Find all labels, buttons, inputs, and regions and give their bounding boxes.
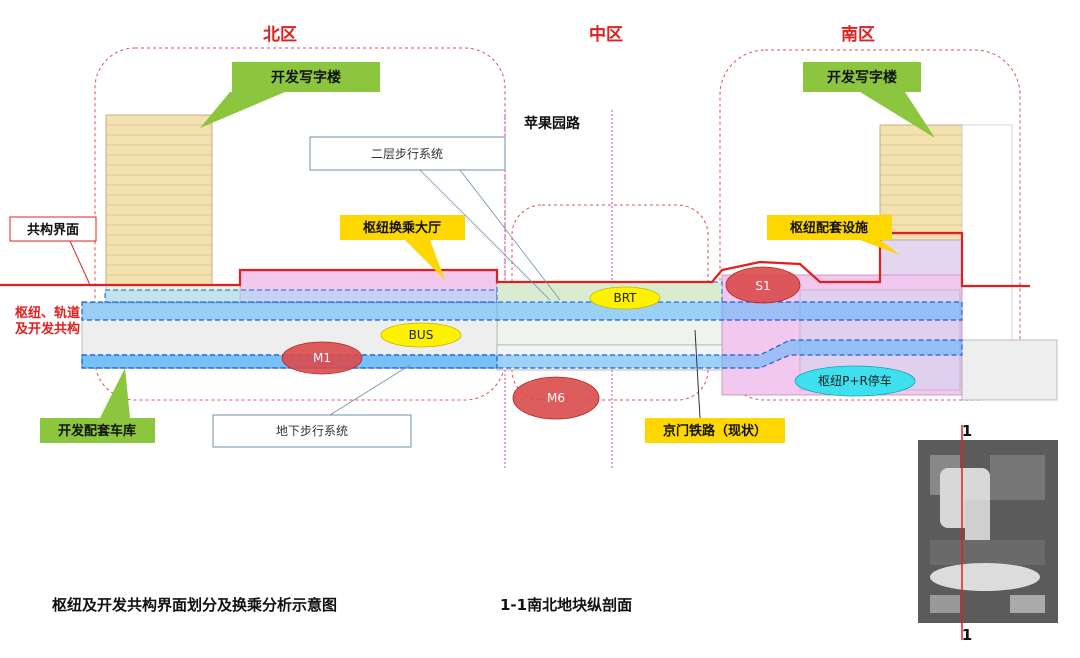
caption-left: 枢纽及开发共构界面划分及换乘分析示意图 xyxy=(52,596,337,614)
interface-text: 共构界面 xyxy=(27,222,79,238)
section-mark-top: 1 xyxy=(962,422,972,440)
s1-oval xyxy=(725,266,801,304)
caption-right: 1-1南北地块纵剖面 xyxy=(500,596,632,614)
pr-parking-oval xyxy=(794,365,916,397)
office-south-text: 开发写字楼 xyxy=(827,69,897,86)
middle-zone-boundary xyxy=(511,204,709,401)
north-office-tower xyxy=(105,114,213,286)
brt-label: BRT xyxy=(613,291,637,305)
office-north-callout xyxy=(232,62,380,92)
s1-label: S1 xyxy=(755,279,770,293)
hub-hall-text: 枢纽换乘大厅 xyxy=(363,220,441,236)
zone-title-north: 北区 xyxy=(263,25,297,45)
brt-oval xyxy=(589,286,661,310)
second-floor-leader-a xyxy=(419,169,551,301)
south-zone-boundary xyxy=(719,49,1021,401)
hub-facility-text: 枢纽配套设施 xyxy=(790,220,868,236)
interface-leader xyxy=(69,240,91,286)
second-floor-text: 二层步行系统 xyxy=(371,147,443,161)
interface-callout xyxy=(9,216,97,242)
office-north-pointer xyxy=(200,92,285,128)
site-thumbnail xyxy=(918,425,1058,640)
pr-parking-label: 枢纽P+R停车 xyxy=(818,373,892,388)
hub-hall-callout xyxy=(340,215,465,240)
side-label-line1: 枢纽、轨道 xyxy=(15,305,80,321)
upper-blue-band xyxy=(81,301,963,321)
bus-label: BUS xyxy=(409,328,434,342)
office-north-text: 开发写字楼 xyxy=(271,69,341,86)
m6-label: M6 xyxy=(547,391,565,405)
railway-text: 京门铁路（现状） xyxy=(663,423,767,439)
m1-oval xyxy=(281,341,363,375)
second-floor-leader-b xyxy=(459,169,561,301)
underground-text: 地下步行系统 xyxy=(276,424,348,438)
office-south-pointer xyxy=(860,92,935,138)
railway-leader xyxy=(694,329,701,419)
bus-oval xyxy=(380,322,462,348)
underground-box xyxy=(212,414,412,448)
hub-facility-pointer xyxy=(860,240,900,255)
hub-facility-callout xyxy=(767,215,892,240)
garage-pointer xyxy=(100,368,130,418)
zone-title-middle: 中区 xyxy=(589,24,623,45)
road-label: 苹果园路 xyxy=(524,115,581,132)
office-south-callout xyxy=(803,62,921,92)
m1-label: M1 xyxy=(313,351,331,365)
railway-callout xyxy=(645,418,785,443)
interface-line xyxy=(0,231,1030,288)
zone-title-south: 南区 xyxy=(841,24,875,45)
m6-oval xyxy=(512,376,600,420)
underground-leader xyxy=(329,364,411,416)
south-lower-levels xyxy=(961,339,1058,401)
side-label-line2: 及开发共构 xyxy=(15,321,80,337)
hub-hall-pointer xyxy=(405,240,445,280)
second-floor-box xyxy=(309,136,506,171)
garage-callout xyxy=(40,418,155,443)
section-mark-bottom: 1 xyxy=(962,626,972,644)
middle-blue-band xyxy=(104,289,498,303)
garage-text: 开发配套车库 xyxy=(58,423,136,439)
south-office-tower xyxy=(879,124,1013,346)
